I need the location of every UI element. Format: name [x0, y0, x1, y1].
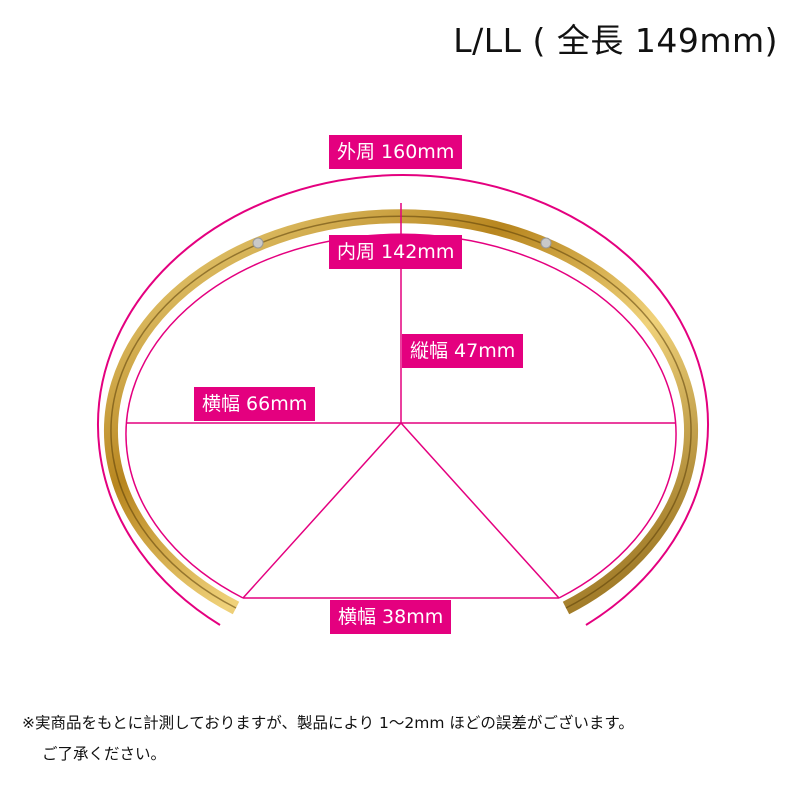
height-label: 縦幅 47mm	[402, 334, 524, 368]
inner-circumference-label: 内周 142mm	[329, 235, 463, 269]
rivet-right	[540, 237, 552, 249]
opening-label: 横幅 38mm	[330, 600, 452, 634]
disclaimer-line-2: ご了承ください。	[42, 745, 167, 763]
rivet-left	[252, 237, 264, 249]
width-label: 横幅 66mm	[194, 387, 316, 421]
disclaimer-line-1: ※実商品をもとに計測しておりますが、製品により 1～2mm ほどの誤差がございま…	[22, 714, 634, 732]
outer-circumference-label: 外周 160mm	[329, 135, 463, 169]
opening-right-line	[400, 422, 560, 599]
outer-circumference-arc	[97, 174, 709, 626]
disclaimer-note: ※実商品をもとに計測しておりますが、製品により 1～2mm ほどの誤差がございま…	[22, 708, 792, 770]
opening-left-line	[242, 422, 402, 599]
page-title: L/LL ( 全長 149mm)	[453, 21, 778, 60]
